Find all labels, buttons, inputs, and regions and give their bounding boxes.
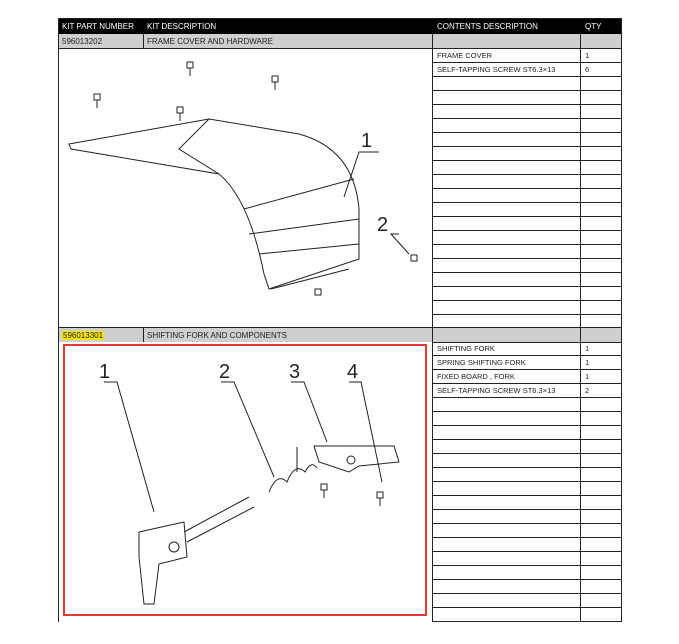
highlighted-part-number: 596013301 (62, 331, 105, 340)
callout-1: 1 (361, 130, 372, 152)
table-row: SELF-TAPPING SCREW ST6.3×13 6 (433, 63, 621, 77)
content-qty: 6 (585, 65, 590, 74)
table-row (433, 77, 621, 91)
header-kit-part-number: KIT PART NUMBER (62, 22, 134, 31)
table-row (433, 287, 621, 301)
table-row (433, 189, 621, 203)
divider (580, 34, 581, 622)
callout-1: 1 (99, 361, 110, 383)
content-name: SELF-TAPPING SCREW ST6.3×13 (437, 65, 556, 74)
shifting-fork-illustration: 1 2 3 4 (99, 361, 400, 605)
table-row (433, 412, 621, 426)
divider (143, 327, 144, 342)
content-name: FIXED BOARD , FORK (437, 372, 515, 381)
table-row (433, 175, 621, 189)
table-row: SPRING SHIFTING FORK 1 (433, 356, 621, 370)
table-row: FIXED BOARD , FORK 1 (433, 370, 621, 384)
kit-description: SHIFTING FORK AND COMPONENTS (147, 331, 288, 340)
table-row (433, 259, 621, 273)
content-name: FRAME COVER (437, 51, 493, 60)
content-name: SELF-TAPPING SCREW ST6.3×13 (437, 386, 556, 395)
kit-row[interactable]: 596013202 FRAME COVER AND HARDWARE (59, 34, 621, 49)
table-row (433, 608, 621, 622)
table-row (433, 496, 621, 510)
header-kit-description: KIT DESCRIPTION (147, 22, 217, 31)
table-row (433, 426, 621, 440)
table-row (433, 105, 621, 119)
table-row (433, 273, 621, 287)
kit-part-number: 596013202 (62, 37, 103, 46)
table-row (433, 133, 621, 147)
table-row (433, 217, 621, 231)
divider (143, 34, 144, 49)
kit-part-number: 596013301 (62, 331, 105, 340)
callout-4: 4 (347, 361, 358, 383)
table-row (433, 510, 621, 524)
content-qty: 2 (585, 386, 590, 395)
table-row (433, 301, 621, 315)
table-row (433, 552, 621, 566)
content-name: SPRING SHIFTING FORK (437, 358, 526, 367)
content-qty: 1 (585, 344, 590, 353)
table-row (433, 566, 621, 580)
content-qty: 1 (585, 358, 590, 367)
table-row: SELF-TAPPING SCREW ST6.3×13 2 (433, 384, 621, 398)
content-name: SHIFTING FORK (437, 344, 495, 353)
table-row (433, 398, 621, 412)
table-row (433, 147, 621, 161)
header-qty: QTY (585, 22, 602, 31)
table-row: FRAME COVER 1 (433, 49, 621, 63)
table-row (433, 468, 621, 482)
table-row (433, 119, 621, 133)
callout-3: 3 (289, 361, 300, 383)
table-row (433, 231, 621, 245)
table-row (433, 91, 621, 105)
content-qty: 1 (585, 372, 590, 381)
table-row (433, 538, 621, 552)
table-row: SHIFTING FORK 1 (433, 342, 621, 356)
selection-box (63, 344, 427, 616)
table-row (433, 440, 621, 454)
table-row (433, 203, 621, 217)
kit-description: FRAME COVER AND HARDWARE (147, 37, 273, 46)
table-row (433, 161, 621, 175)
callout-2: 2 (377, 214, 388, 236)
table-row (433, 454, 621, 468)
header-contents-description: CONTENTS DESCRIPTION (437, 22, 538, 31)
table-row (433, 524, 621, 538)
table-row (433, 482, 621, 496)
table-row (433, 245, 621, 259)
callout-2: 2 (219, 361, 230, 383)
frame-cover-illustration: 1 2 (68, 61, 418, 296)
content-qty: 1 (585, 51, 590, 60)
table-row (433, 594, 621, 608)
divider (432, 34, 433, 622)
shifting-fork-diagram: 1 2 3 4 (59, 342, 433, 622)
parts-table: KIT PART NUMBER KIT DESCRIPTION CONTENTS… (58, 18, 622, 622)
frame-cover-diagram: 1 2 (59, 49, 433, 327)
table-row (433, 580, 621, 594)
table-header: KIT PART NUMBER KIT DESCRIPTION CONTENTS… (59, 19, 621, 34)
